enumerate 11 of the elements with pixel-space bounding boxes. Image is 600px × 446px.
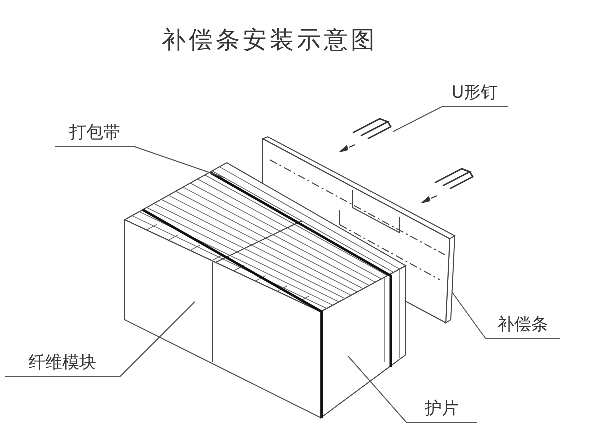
leader-line [452, 292, 486, 340]
callout-label: 护片 [407, 398, 477, 423]
callout-label: U形钉 [442, 82, 508, 107]
leader-line [134, 146, 226, 178]
callout-label: 补偿条 [486, 314, 560, 339]
leader-line [348, 356, 408, 424]
diagram-title: 补偿条安装示意图 [161, 25, 379, 56]
leader-line [392, 106, 442, 132]
callout-label: 纤维模块 [5, 352, 120, 377]
leader-line [120, 302, 196, 378]
callout-label: 打包带 [55, 122, 135, 147]
